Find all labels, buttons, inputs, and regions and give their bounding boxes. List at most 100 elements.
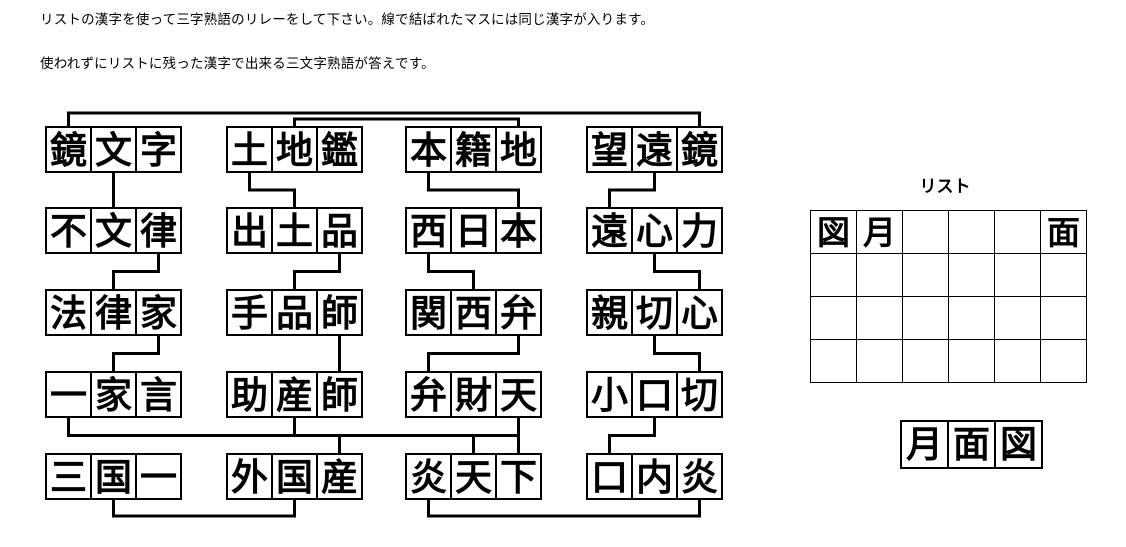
puzzle-cell[interactable]: 心: [631, 207, 678, 254]
puzzle-cell[interactable]: 弁: [405, 371, 452, 418]
puzzle-cell-char: 言: [140, 374, 177, 417]
puzzle-cell-char: 字: [140, 129, 177, 172]
puzzle-cell-char: 律: [95, 292, 132, 335]
puzzle-cell[interactable]: 切: [631, 289, 678, 336]
puzzle-cell-char: 内: [636, 456, 673, 499]
list-cell[interactable]: [1040, 339, 1087, 383]
puzzle-cell[interactable]: 口: [586, 453, 633, 500]
puzzle-cell[interactable]: 遠: [631, 126, 678, 173]
puzzle-cell[interactable]: 外: [226, 453, 273, 500]
puzzle-cell-char: 産: [321, 456, 358, 499]
list-cell[interactable]: 月: [856, 210, 903, 254]
list-cell[interactable]: [994, 339, 1041, 383]
puzzle-cell[interactable]: 鑑: [316, 126, 363, 173]
puzzle-cell[interactable]: 内: [631, 453, 678, 500]
puzzle-cell[interactable]: 財: [450, 371, 497, 418]
list-cell[interactable]: [948, 339, 995, 383]
puzzle-cell[interactable]: 本: [495, 207, 542, 254]
list-cell[interactable]: [902, 339, 949, 383]
list-cell[interactable]: [1040, 296, 1087, 340]
puzzle-cell[interactable]: 手: [226, 289, 273, 336]
puzzle-cell[interactable]: 関: [405, 289, 452, 336]
puzzle-cell[interactable]: 望: [586, 126, 633, 173]
puzzle-cell[interactable]: 師: [316, 289, 363, 336]
list-cell[interactable]: [902, 296, 949, 340]
list-cell[interactable]: [1040, 253, 1087, 297]
puzzle-cell-char: 地: [500, 129, 537, 172]
puzzle-cell[interactable]: 文: [90, 207, 137, 254]
puzzle-cell[interactable]: 西: [405, 207, 452, 254]
list-cell[interactable]: [856, 296, 903, 340]
puzzle-cell[interactable]: 天: [450, 453, 497, 500]
puzzle-cell[interactable]: 一: [45, 371, 92, 418]
puzzle-cell[interactable]: 西: [450, 289, 497, 336]
list-cell[interactable]: [948, 210, 995, 254]
list-cell[interactable]: [856, 253, 903, 297]
puzzle-cell[interactable]: 天: [495, 371, 542, 418]
puzzle-cell[interactable]: 品: [316, 207, 363, 254]
cell-link-line: [112, 251, 160, 292]
puzzle-cell[interactable]: 国: [90, 453, 137, 500]
puzzle-cell[interactable]: 家: [135, 289, 182, 336]
puzzle-cell-char: 切: [681, 374, 718, 417]
puzzle-cell[interactable]: 言: [135, 371, 182, 418]
puzzle-cell[interactable]: 国: [271, 453, 318, 500]
puzzle-cell[interactable]: 弁: [495, 289, 542, 336]
puzzle-cell[interactable]: 土: [226, 126, 273, 173]
puzzle-cell[interactable]: 出: [226, 207, 273, 254]
puzzle-cell[interactable]: 力: [676, 207, 723, 254]
puzzle-cell[interactable]: 地: [495, 126, 542, 173]
puzzle-cell[interactable]: 口: [631, 371, 678, 418]
puzzle-cell[interactable]: 切: [676, 371, 723, 418]
puzzle-cell-char: 文: [95, 129, 132, 172]
list-cell[interactable]: [948, 253, 995, 297]
puzzle-cell[interactable]: 産: [316, 453, 363, 500]
puzzle-cell[interactable]: 字: [135, 126, 182, 173]
puzzle-cell[interactable]: 鏡: [45, 126, 92, 173]
puzzle-cell-char: 口: [591, 456, 628, 499]
list-cell[interactable]: 面: [1040, 210, 1087, 254]
list-row: [810, 339, 1087, 383]
puzzle-cell[interactable]: 三: [45, 453, 92, 500]
puzzle-cell[interactable]: 日: [450, 207, 497, 254]
list-grid[interactable]: 図月 面: [810, 210, 1087, 383]
list-cell[interactable]: [902, 253, 949, 297]
list-cell[interactable]: [948, 296, 995, 340]
puzzle-cell[interactable]: 炎: [405, 453, 452, 500]
puzzle-cell[interactable]: 師: [316, 371, 363, 418]
list-cell[interactable]: [810, 253, 857, 297]
puzzle-cell[interactable]: 炎: [676, 453, 723, 500]
list-cell[interactable]: [902, 210, 949, 254]
list-cell[interactable]: [994, 296, 1041, 340]
puzzle-cell[interactable]: 産: [271, 371, 318, 418]
list-cell[interactable]: [994, 253, 1041, 297]
puzzle-cell[interactable]: 本: [405, 126, 452, 173]
puzzle-cell-char: 本: [500, 210, 537, 253]
list-cell[interactable]: [810, 296, 857, 340]
puzzle-cell[interactable]: 文: [90, 126, 137, 173]
puzzle-cell[interactable]: 家: [90, 371, 137, 418]
puzzle-cell[interactable]: 遠: [586, 207, 633, 254]
puzzle-cell[interactable]: 地: [271, 126, 318, 173]
instruction-line-1: リストの漢字を使って三字熟語のリレーをして下さい。線で結ばれたマスには同じ漢字が…: [40, 12, 655, 28]
puzzle-cell[interactable]: 律: [90, 289, 137, 336]
list-cell[interactable]: 図: [810, 210, 857, 254]
puzzle-cell[interactable]: 律: [135, 207, 182, 254]
puzzle-cell[interactable]: 土: [271, 207, 318, 254]
puzzle-cell[interactable]: 籍: [450, 126, 497, 173]
puzzle-cell-char: 家: [140, 292, 177, 335]
puzzle-cell[interactable]: 不: [45, 207, 92, 254]
puzzle-cell[interactable]: 一: [135, 453, 182, 500]
puzzle-cell[interactable]: 下: [495, 453, 542, 500]
puzzle-cell[interactable]: 小: [586, 371, 633, 418]
puzzle-cell[interactable]: 親: [586, 289, 633, 336]
puzzle-cell[interactable]: 法: [45, 289, 92, 336]
puzzle-cell-char: 不: [50, 210, 87, 253]
list-cell[interactable]: [856, 339, 903, 383]
list-cell[interactable]: [994, 210, 1041, 254]
puzzle-cell[interactable]: 心: [676, 289, 723, 336]
puzzle-cell[interactable]: 鏡: [676, 126, 723, 173]
puzzle-cell[interactable]: 品: [271, 289, 318, 336]
puzzle-cell[interactable]: 助: [226, 371, 273, 418]
list-cell[interactable]: [810, 339, 857, 383]
